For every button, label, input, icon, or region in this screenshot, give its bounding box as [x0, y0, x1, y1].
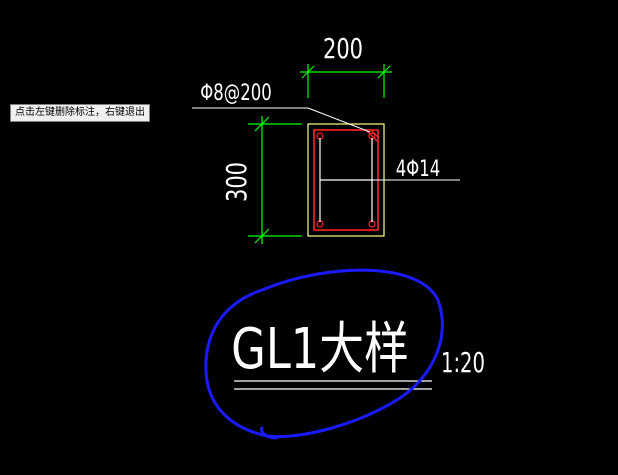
stirrup-hook	[365, 129, 380, 143]
width-dimension-text: 200	[323, 32, 363, 65]
highlight-circle	[204, 268, 444, 440]
drawing-scale: 1:20	[441, 347, 485, 379]
drawing-title[interactable]: GL1大样	[231, 316, 409, 381]
height-dimension-text: 300	[220, 162, 253, 202]
title-underline	[234, 380, 432, 390]
side-reinforcement	[319, 138, 373, 222]
height-dimension[interactable]	[248, 116, 302, 244]
stirrup-leader[interactable]	[192, 107, 371, 133]
status-tooltip: 点击左键删除标注，右键退出	[10, 104, 150, 122]
stirrup-label: Φ8@200	[200, 80, 271, 106]
width-dimension[interactable]	[300, 64, 392, 98]
rebar-label: 4Φ14	[396, 156, 440, 182]
